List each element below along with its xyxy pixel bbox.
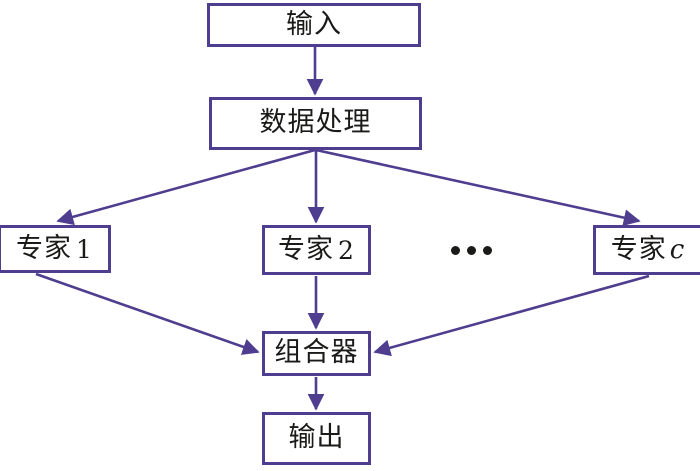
node-expert-2-label: 专家 (278, 233, 335, 265)
node-preprocess-label: 数据处理 (259, 107, 372, 138)
node-expert-2-index: 2 (338, 235, 355, 265)
edge-preprocess-to-expert-1 (56, 148, 316, 226)
node-input-label: 输入 (286, 8, 342, 40)
node-expert-c-label: 专家 (610, 233, 667, 265)
node-output[interactable]: 输出 (262, 412, 371, 465)
ellipsis-dot (450, 245, 460, 255)
ellipsis-dot (482, 245, 492, 255)
node-expert-1-index: 1 (76, 234, 93, 264)
ellipsis-icon (440, 233, 502, 267)
node-output-label: 输出 (288, 422, 345, 453)
node-combiner[interactable]: 组合器 (262, 331, 371, 376)
node-expert-1-label: 专家 (16, 232, 73, 264)
node-expert-c-index: c (669, 235, 686, 265)
node-input[interactable]: 输入 (207, 3, 421, 47)
ellipsis-dot (466, 245, 476, 255)
node-combiner-label: 组合器 (274, 337, 359, 368)
edge-expert-1-to-combiner (35, 272, 260, 355)
node-preprocess[interactable]: 数据处理 (209, 97, 422, 150)
node-expert-2[interactable]: 专家 2 (262, 225, 371, 275)
node-expert-c[interactable]: 专家 c (593, 225, 700, 275)
edge-expert-c-to-combiner (373, 274, 650, 357)
edge-preprocess-to-expert-c (315, 148, 641, 226)
node-expert-1[interactable]: 专家 1 (0, 225, 111, 273)
